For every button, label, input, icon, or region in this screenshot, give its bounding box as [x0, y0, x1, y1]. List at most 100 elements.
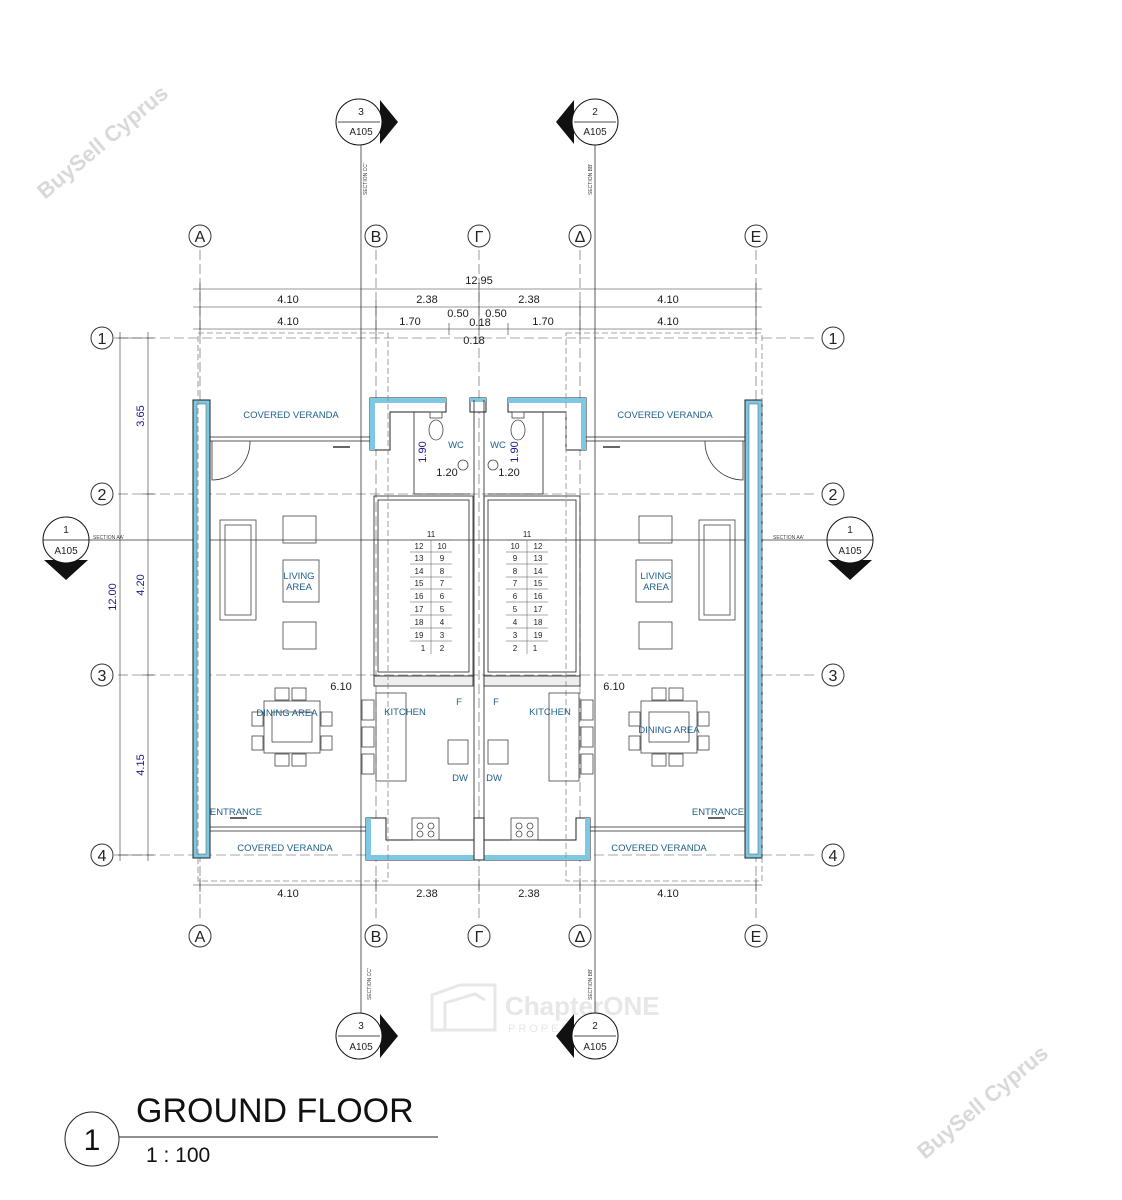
- label-entrance-left: ENTRANCE: [210, 807, 262, 818]
- section-label-aa-right: SECTION AA': [773, 535, 804, 541]
- dim-top1-a: 4.10: [277, 294, 298, 306]
- title-block: 1 GROUND FLOOR 1 : 100: [64, 1092, 438, 1167]
- section-marker-aa-right: 1 A105: [826, 516, 874, 580]
- dim-top1-b: 2.38: [416, 294, 437, 306]
- svg-text:2: 2: [98, 487, 107, 504]
- label-living-left-1: LIVING: [283, 571, 314, 582]
- label-dishwasher-right: DW: [486, 773, 502, 784]
- label-entrance-right: ENTRANCE: [692, 807, 744, 818]
- svg-text:1: 1: [98, 331, 107, 348]
- svg-text:17: 17: [534, 605, 543, 614]
- grid-lines: [118, 250, 818, 920]
- dim-top2-c: 1.70: [532, 316, 553, 328]
- svg-text:3: 3: [440, 631, 445, 640]
- chapterone-logo: ChapterONE PROPERTIES: [430, 983, 660, 1035]
- svg-text:3: 3: [829, 668, 838, 685]
- doors: [211, 440, 744, 819]
- title-scale: 1 : 100: [146, 1144, 210, 1167]
- label-wc-left: WC: [448, 440, 464, 451]
- svg-text:4: 4: [829, 848, 838, 865]
- section-lines: [70, 140, 850, 1020]
- svg-text:17: 17: [415, 605, 424, 614]
- watermark-bottom-right: BuySell Cyprus: [912, 1040, 1053, 1164]
- watermark-top-left: BuySell Cyprus: [32, 80, 173, 204]
- svg-text:Γ: Γ: [475, 929, 484, 946]
- dim-mid-a: 0.50: [447, 308, 468, 320]
- logo-text: ChapterONE: [505, 991, 660, 1021]
- svg-text:4: 4: [98, 848, 107, 865]
- dim-bottom-b: 2.38: [416, 888, 437, 900]
- svg-text:Β: Β: [371, 229, 382, 246]
- section-marker-bb-top: 2 A105: [556, 98, 619, 146]
- dim-bottom-a: 4.10: [277, 888, 298, 900]
- title-number: 1: [84, 1124, 101, 1157]
- svg-text:18: 18: [415, 618, 424, 627]
- dim-wc-width-left: 1.20: [436, 467, 457, 479]
- exterior-walls: [192, 397, 763, 861]
- svg-text:16: 16: [415, 592, 424, 601]
- svg-text:11: 11: [427, 530, 436, 539]
- svg-text:7: 7: [440, 579, 445, 588]
- label-veranda-bottom-left: COVERED VERANDA: [237, 843, 333, 854]
- svg-text:3: 3: [358, 1021, 364, 1032]
- dim-mid-d: 0.18: [463, 335, 484, 347]
- svg-text:A105: A105: [349, 1042, 373, 1053]
- dim-left-a: 3.65: [135, 405, 147, 426]
- svg-text:13: 13: [534, 554, 543, 563]
- section-label-aa-left: SECTION AA': [93, 535, 124, 541]
- section-label-bb-top: SECTION BB': [588, 164, 594, 195]
- dim-left-c: 4.15: [135, 754, 147, 775]
- svg-text:A105: A105: [838, 546, 862, 557]
- svg-text:14: 14: [534, 567, 543, 576]
- stairs-treads: [410, 539, 548, 654]
- dimension-lines-top: [193, 283, 762, 892]
- svg-text:7: 7: [513, 579, 518, 588]
- label-veranda-top-left: COVERED VERANDA: [243, 410, 339, 421]
- svg-text:10: 10: [511, 542, 520, 551]
- section-marker-bb-bottom: 2 A105: [556, 1012, 619, 1060]
- label-fridge-right: F: [493, 697, 499, 708]
- dim-room-width-left: 6.10: [330, 681, 351, 693]
- svg-text:5: 5: [440, 605, 445, 614]
- label-dining-right: DINING AREA: [638, 725, 700, 736]
- svg-text:10: 10: [438, 542, 447, 551]
- svg-text:Α: Α: [195, 229, 206, 246]
- dim-mid-b: 0.18: [469, 317, 490, 329]
- svg-text:4: 4: [513, 618, 518, 627]
- grid-bubbles-columns-top: Α Β Γ Δ Ε: [188, 224, 768, 248]
- label-living-right-1: LIVING: [640, 571, 671, 582]
- page-title: GROUND FLOOR: [136, 1092, 414, 1130]
- svg-text:19: 19: [534, 631, 543, 640]
- svg-text:19: 19: [415, 631, 424, 640]
- grid-bubbles-columns-bottom: Α Β Γ Δ Ε: [188, 924, 768, 948]
- svg-text:2: 2: [513, 644, 518, 653]
- dim-room-width-right: 6.10: [603, 681, 624, 693]
- svg-text:8: 8: [513, 567, 518, 576]
- dim-left-b: 4.20: [135, 574, 147, 595]
- dim-wc-width-right: 1.20: [498, 467, 519, 479]
- dim-top2-d: 4.10: [657, 316, 678, 328]
- dim-wc-height-right: 1.90: [509, 441, 521, 462]
- svg-text:1: 1: [533, 644, 538, 653]
- dim-top1-c: 2.38: [518, 294, 539, 306]
- section-label-bb-bottom: SECTION BB': [588, 969, 594, 1000]
- svg-text:Ε: Ε: [751, 229, 762, 246]
- dim-top2-b: 1.70: [399, 316, 420, 328]
- svg-text:15: 15: [415, 579, 424, 588]
- dimension-lines-left: [114, 332, 154, 861]
- label-kitchen-right: KITCHEN: [529, 707, 571, 718]
- label-living-right-2: AREA: [643, 582, 670, 593]
- section-label-cc-bottom: SECTION CC': [367, 968, 373, 1000]
- svg-text:Γ: Γ: [475, 229, 484, 246]
- svg-text:8: 8: [440, 567, 445, 576]
- svg-text:5: 5: [513, 605, 518, 614]
- svg-text:3: 3: [513, 631, 518, 640]
- furniture-left: [219, 411, 469, 841]
- svg-text:1: 1: [421, 644, 426, 653]
- dim-overall-width: 12.95: [465, 275, 493, 287]
- svg-text:4: 4: [440, 618, 445, 627]
- svg-text:16: 16: [534, 592, 543, 601]
- svg-text:14: 14: [415, 567, 424, 576]
- label-dishwasher-left: DW: [452, 773, 468, 784]
